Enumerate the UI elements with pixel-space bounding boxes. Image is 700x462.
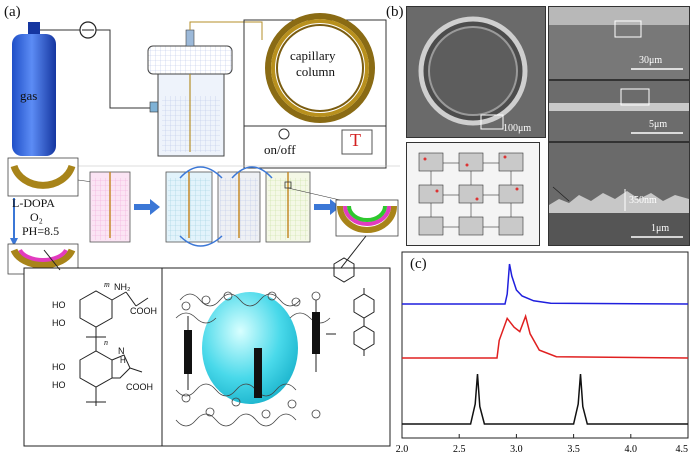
x-tick-label: 4.0 — [625, 444, 638, 455]
capillary-label-2: column — [296, 64, 335, 79]
reaction-vessel — [147, 21, 263, 157]
chem-h: H — [120, 356, 126, 365]
chemistry-box — [23, 249, 391, 447]
x-tick-label: 4.5 — [676, 444, 689, 455]
x-tick-label: 2.0 — [396, 444, 408, 455]
panel-a-label: (a) — [4, 4, 21, 20]
chart-frame — [401, 251, 689, 439]
chromatogram-chart: 2.0 2.5 3.0 3.5 4.0 4.5 — [396, 251, 689, 455]
scale-label-1um: 1μm — [651, 223, 670, 234]
series-line-3 — [402, 373, 688, 425]
reagent-label-2: O₂ — [30, 210, 43, 224]
chem-n-index: n — [104, 338, 108, 347]
chem-n: N — [118, 346, 125, 356]
x-tick-label: 2.5 — [453, 444, 466, 455]
chem-cooh-1: COOH — [130, 306, 157, 316]
panel-b-label: (b) — [386, 4, 404, 20]
scale-label-350nm: 350nm — [629, 195, 657, 206]
series-line-2 — [402, 313, 689, 359]
chart-series — [402, 263, 689, 425]
scale-label-100um: 100μm — [503, 123, 532, 134]
coating-process-row — [7, 157, 400, 286]
scale-label-5um: 5μm — [649, 119, 668, 130]
gas-cylinder — [12, 21, 150, 156]
series-line-1 — [402, 263, 689, 305]
sem-image-wall: 30μm — [548, 6, 690, 80]
chem-m: m — [104, 280, 110, 289]
sem-image-coating: 5μm — [548, 80, 690, 142]
sem-image-cross-section: 100μm — [406, 6, 546, 138]
temperature-label: T — [350, 130, 361, 150]
sem-image-film-thickness: 350nm 1μm — [548, 142, 690, 246]
reagent-label-3: PH=8.5 — [22, 224, 60, 238]
gas-label: gas — [20, 88, 38, 103]
chem-cooh-2: COOH — [126, 382, 153, 392]
scale-label-30um: 30μm — [639, 55, 663, 66]
x-tick-labels: 2.0 2.5 3.0 3.5 4.0 4.5 — [396, 434, 689, 455]
reagent-label-1: L-DOPA — [12, 196, 55, 210]
oven-box — [243, 19, 387, 169]
chem-nh2: NH₂ — [114, 282, 131, 292]
panel-c-label: (c) — [410, 256, 427, 272]
chem-ho-2: HO — [52, 318, 66, 328]
panel-a-schematic — [7, 13, 400, 447]
chem-ho-3: HO — [52, 362, 66, 372]
onoff-label: on/off — [264, 142, 296, 157]
x-tick-label: 3.0 — [510, 444, 523, 455]
capillary-coil — [265, 13, 375, 123]
x-tick-label: 3.5 — [567, 444, 580, 455]
chem-ho-1: HO — [52, 300, 66, 310]
crystal-structure-image — [406, 142, 540, 246]
capillary-label-1: capillary — [290, 48, 336, 63]
chem-ho-4: HO — [52, 380, 66, 390]
